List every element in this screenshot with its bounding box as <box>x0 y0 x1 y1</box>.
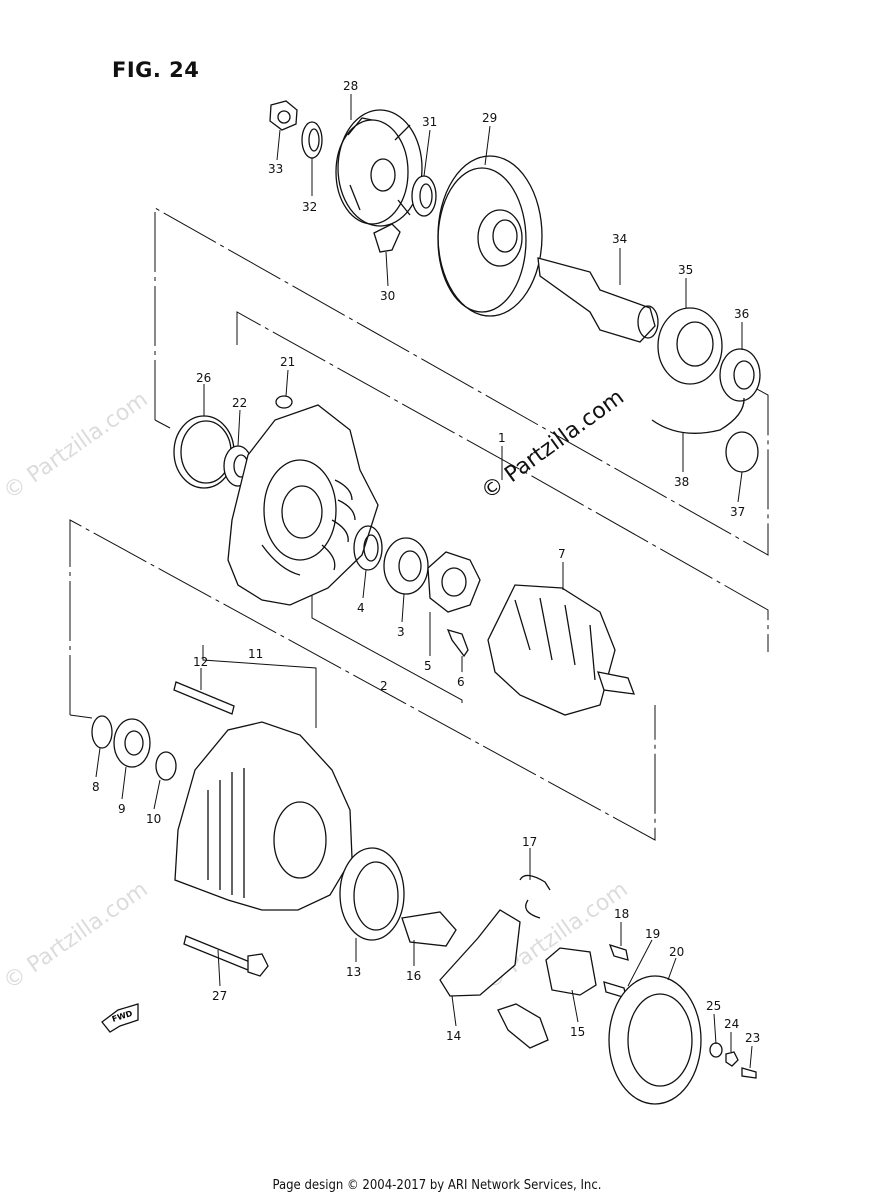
callout-7: 7 <box>558 547 566 561</box>
callout-38: 38 <box>674 475 689 489</box>
part-6-screw <box>446 629 469 658</box>
callout-37: 37 <box>730 505 745 519</box>
part-37-snap-ring <box>725 431 759 473</box>
callout-21: 21 <box>280 355 295 369</box>
part-1-housing <box>227 404 379 606</box>
part-23-screw <box>741 1067 757 1079</box>
part-25-washer <box>709 1042 723 1058</box>
callout-30: 30 <box>380 289 395 303</box>
part-16-brush <box>401 911 457 947</box>
figure-title: FIG. 24 <box>112 58 200 82</box>
callout-28: 28 <box>343 79 358 93</box>
part-20-rear-cover <box>608 975 702 1105</box>
callout-3: 3 <box>397 625 405 639</box>
callout-26: 26 <box>196 371 211 385</box>
callout-1: 1 <box>498 431 506 445</box>
bracket-assembly-11 <box>69 519 656 841</box>
part-7-rotor <box>487 584 635 716</box>
part-33-nut <box>269 100 298 131</box>
callout-19: 19 <box>645 927 660 941</box>
callout-23: 23 <box>745 1031 760 1045</box>
fwd-arrow-icon: FWD <box>101 1003 139 1033</box>
callout-8: 8 <box>92 780 100 794</box>
part-29-cover <box>437 155 543 317</box>
callout-18: 18 <box>614 907 629 921</box>
part-4-seal <box>353 525 383 571</box>
part-14-rectifier <box>439 909 521 997</box>
part-8-washer <box>91 715 113 749</box>
part-24-nut <box>725 1051 739 1067</box>
part-18-screw <box>608 943 629 961</box>
callout-4: 4 <box>357 601 365 615</box>
part-26-o-ring <box>173 415 235 489</box>
part-28-pulley <box>335 109 423 227</box>
part-12-stud-bolt <box>173 681 235 715</box>
bracket-assembly-1 <box>154 207 769 556</box>
part-21-bolt <box>275 395 293 409</box>
callout-25: 25 <box>706 999 721 1013</box>
part-38-circlip <box>651 397 745 434</box>
callout-33: 33 <box>268 162 283 176</box>
leader-lines <box>95 94 753 1069</box>
callout-10: 10 <box>146 812 161 826</box>
part-3-bearing <box>383 537 429 595</box>
callout-27: 27 <box>212 989 227 1003</box>
watermark-left-top: © Partzilla.com <box>0 387 153 505</box>
part-17-cable <box>519 874 551 919</box>
part-11-front-housing <box>174 721 353 911</box>
callout-2: 2 <box>380 679 388 693</box>
callout-labels: 1 2 3 4 5 6 7 8 9 10 11 12 13 14 15 16 1… <box>92 79 760 1045</box>
callout-34: 34 <box>612 232 627 246</box>
callout-22: 22 <box>232 396 247 410</box>
callout-29: 29 <box>482 111 497 125</box>
part-5-retainer-plate <box>427 551 481 613</box>
callout-35: 35 <box>678 263 693 277</box>
callout-11: 11 <box>248 647 263 661</box>
bracket-assembly-2 <box>236 311 769 703</box>
callout-36: 36 <box>734 307 749 321</box>
part-13-stator <box>339 847 405 941</box>
callout-13: 13 <box>346 965 361 979</box>
part-31-washer <box>411 175 437 217</box>
callout-5: 5 <box>424 659 432 673</box>
callout-24: 24 <box>724 1017 739 1031</box>
part-30-key <box>373 223 401 253</box>
callout-6: 6 <box>457 675 465 689</box>
part-32-washer <box>301 121 323 159</box>
part-34-shaft <box>537 257 659 343</box>
callout-16: 16 <box>406 969 421 983</box>
callout-31: 31 <box>422 115 437 129</box>
part-terminal-bracket <box>497 1003 549 1049</box>
callout-15: 15 <box>570 1025 585 1039</box>
part-9-bearing <box>113 718 151 768</box>
watermark-left-bottom: © Partzilla.com <box>0 877 153 995</box>
callout-17: 17 <box>522 835 537 849</box>
page-footer: Page design © 2004-2017 by ARI Network S… <box>272 1178 602 1193</box>
callout-20: 20 <box>669 945 684 959</box>
callout-9: 9 <box>118 802 126 816</box>
callout-12: 12 <box>193 655 208 669</box>
callout-14: 14 <box>446 1029 461 1043</box>
callout-32: 32 <box>302 200 317 214</box>
part-15-regulator <box>545 947 597 996</box>
part-35-bearing <box>657 307 723 385</box>
part-27-long-bolt <box>183 935 269 977</box>
part-36-seal <box>719 348 761 402</box>
part-10-seal <box>155 751 177 781</box>
